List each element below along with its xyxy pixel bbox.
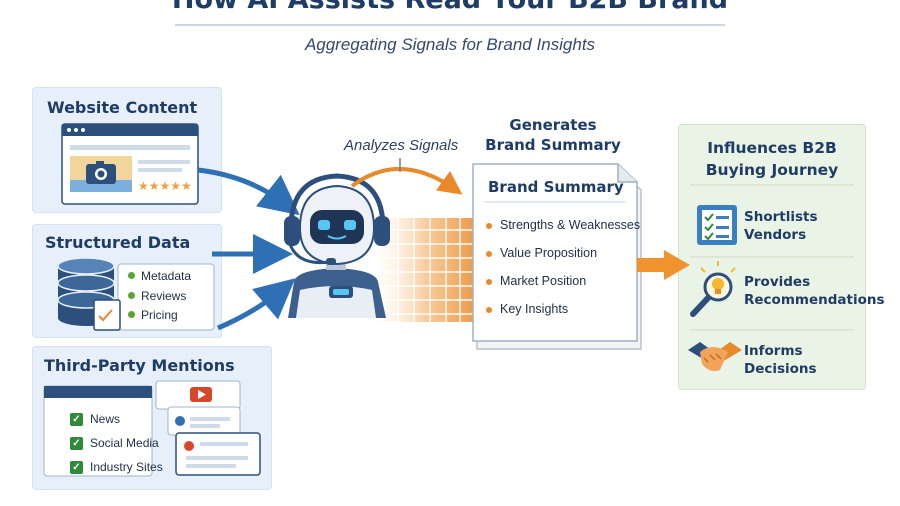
industry-site-card [175, 432, 261, 476]
summary-bullet [486, 222, 492, 229]
handshake-icon [688, 342, 742, 372]
metadata-card [117, 263, 215, 331]
summary-bullet [486, 250, 492, 257]
buying-journey-title: Influences B2B Buying Journey [678, 137, 866, 181]
structured-item-pricing: Pricing [141, 308, 178, 322]
generates-label-line-2: Brand Summary [485, 136, 621, 154]
summary-item-value-proposition: Value Proposition [486, 246, 597, 260]
website-content-title: Website Content [47, 98, 198, 117]
browser-window-icon: ★★★★★ [61, 123, 199, 205]
journey-title-line-2: Buying Journey [705, 161, 839, 179]
metadata-bullet [128, 272, 135, 279]
industry-sites-check-icon: ✓ [70, 461, 83, 474]
analyzes-signals-label: Analyzes Signals [344, 137, 459, 154]
journey-item-shortlists: Shortlists Vendors [744, 209, 818, 243]
clipboard-icon [93, 299, 121, 331]
ai-robot-icon [284, 173, 390, 318]
lightbulb-magnifier-icon [690, 261, 736, 317]
diagram-subtitle: Aggregating Signals for Brand Insights [304, 35, 596, 54]
mention-item-industry-sites: Industry Sites [90, 460, 163, 474]
diagram-title: How AI Assists Read Your B2B Brand [0, 0, 900, 15]
brand-summary-title: Brand Summary [488, 178, 624, 196]
summary-item-strengths: Strengths & Weaknesses [486, 218, 640, 232]
brand-summary-document [472, 163, 642, 350]
svg-text:★★★★★: ★★★★★ [138, 179, 192, 193]
journey-item-decisions: Informs Decisions [744, 343, 817, 377]
news-check-icon: ✓ [70, 413, 83, 426]
title-divider [175, 24, 725, 26]
summary-bullet [486, 306, 492, 313]
analyzes-arrow [350, 166, 463, 195]
third-party-mentions-title: Third-Party Mentions [44, 356, 235, 375]
structured-item-reviews: Reviews [141, 289, 187, 303]
summary-bullet [486, 278, 492, 285]
mentions-arrow [217, 278, 296, 331]
mention-item-social-media: Social Media [90, 436, 159, 450]
social-media-check-icon: ✓ [70, 437, 83, 450]
influences-arrow [637, 250, 690, 280]
website-arrow [197, 167, 300, 216]
journey-title-line-1: Influences B2B [707, 139, 837, 157]
summary-item-key-insights: Key Insights [486, 302, 568, 316]
video-card [155, 380, 241, 410]
summary-item-market-position: Market Position [486, 274, 586, 288]
signal-pixel-stream [378, 218, 474, 322]
structured-data-title: Structured Data [45, 233, 191, 252]
social-post-card [167, 406, 241, 436]
generates-label-line-1: Generates [509, 116, 597, 134]
checklist-icon [697, 205, 737, 245]
structured-item-metadata: Metadata [141, 269, 192, 283]
generates-label: Generates Brand Summary [480, 115, 626, 155]
mention-item-news: News [90, 412, 121, 426]
reviews-bullet [128, 292, 135, 299]
pricing-bullet [128, 311, 135, 318]
journey-item-recommendations: Provides Recommendations [744, 274, 885, 308]
